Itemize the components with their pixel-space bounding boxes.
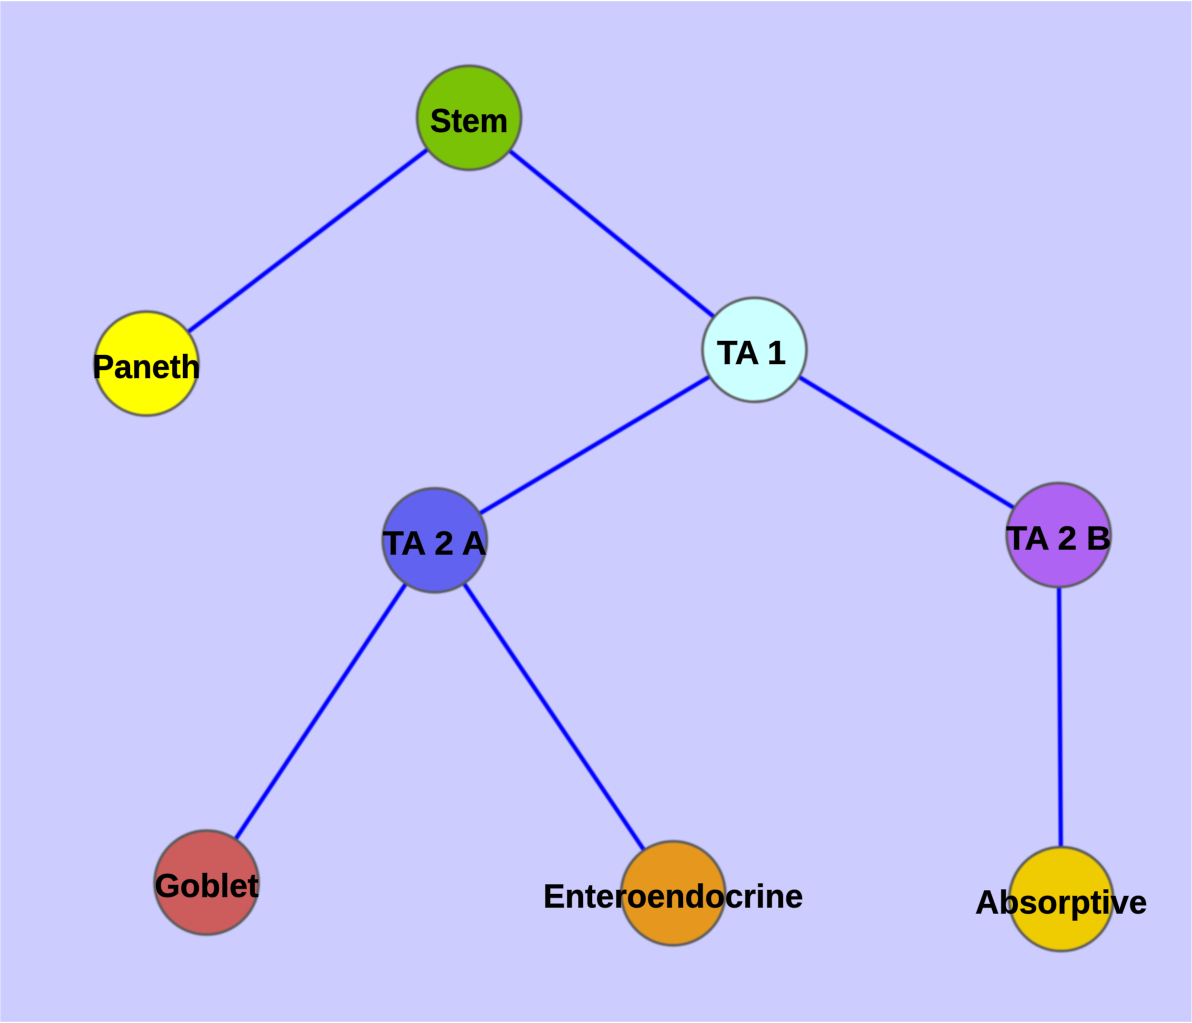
svg-text:Paneth: Paneth xyxy=(93,349,201,386)
svg-text:Stem: Stem xyxy=(430,103,508,140)
svg-text:Absorptive: Absorptive xyxy=(975,884,1147,921)
svg-text:TA 1: TA 1 xyxy=(717,335,786,372)
svg-text:Goblet: Goblet xyxy=(155,868,259,905)
svg-text:TA 2 B: TA 2 B xyxy=(1006,520,1111,557)
svg-text:Enteroendocrine: Enteroendocrine xyxy=(543,879,803,916)
svg-text:TA 2 A: TA 2 A xyxy=(383,526,487,563)
